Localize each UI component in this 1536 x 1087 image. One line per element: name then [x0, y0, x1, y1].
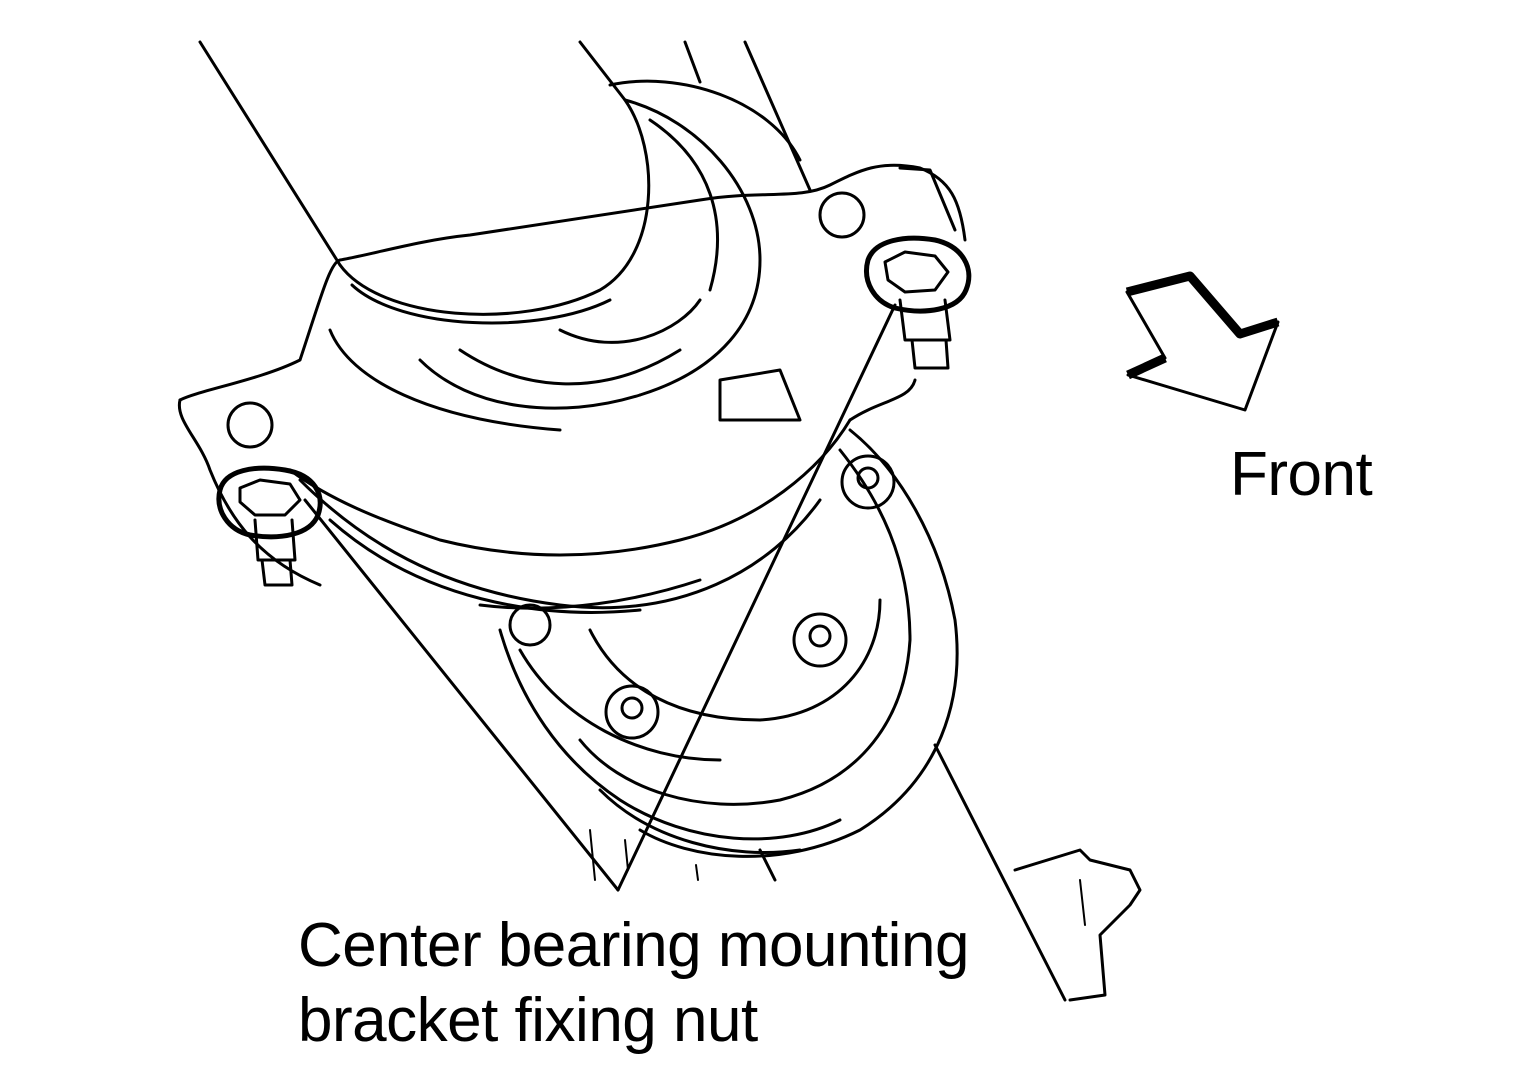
callout-label-line-2: bracket fixing nut [298, 986, 758, 1055]
front-arrow-icon [1125, 271, 1280, 412]
front-direction-label: Front [1230, 440, 1373, 509]
callout-label-line-1: Center bearing mounting [298, 911, 969, 980]
rubber-insulator [328, 98, 802, 432]
mounting-bracket [177, 163, 967, 614]
callout-leader-lines [303, 303, 897, 892]
fixing-nut-right [864, 166, 972, 370]
rear-shaft [695, 743, 1142, 1002]
companion-flange [498, 428, 959, 858]
propeller-shaft-tube [198, 40, 812, 325]
